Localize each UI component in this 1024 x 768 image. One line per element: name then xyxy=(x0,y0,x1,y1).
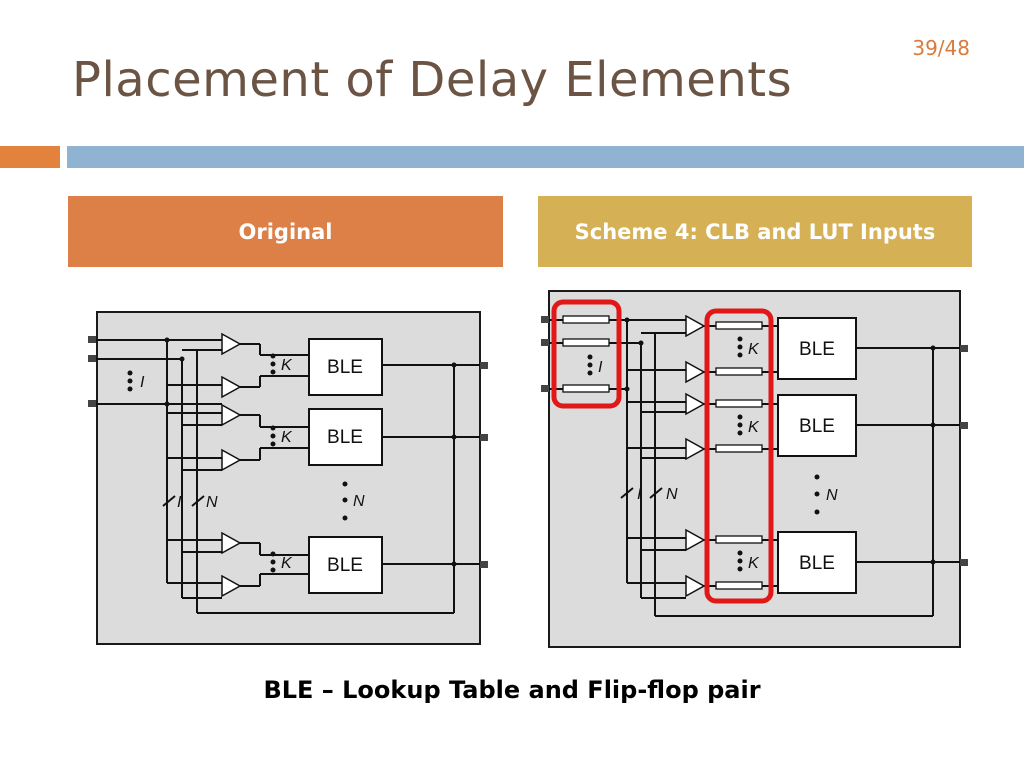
original-clb-diagram: BLE BLE BLE I K K K I N N xyxy=(88,311,488,645)
clb-box xyxy=(96,311,481,645)
input-pin xyxy=(541,316,549,323)
input-buffer xyxy=(685,360,706,384)
input-buffer xyxy=(685,528,706,552)
delay-element xyxy=(715,444,763,453)
input-buffer xyxy=(685,437,706,461)
n-label: N xyxy=(206,494,218,511)
header-original: Original xyxy=(68,196,503,267)
delay-element xyxy=(562,315,610,324)
delay-element xyxy=(715,535,763,544)
delay-element xyxy=(715,399,763,408)
highlight-lut-inputs xyxy=(704,308,774,604)
input-buffer xyxy=(221,448,242,472)
ble-label: BLE xyxy=(799,553,835,574)
input-buffer xyxy=(685,314,706,338)
input-pin xyxy=(88,336,96,343)
ble-box xyxy=(777,394,857,457)
input-buffer xyxy=(221,531,242,555)
ble-box xyxy=(777,531,857,594)
output-pin xyxy=(480,561,488,568)
i-label: I xyxy=(140,374,145,391)
slide-title: Placement of Delay Elements xyxy=(72,52,793,108)
header-original-label: Original xyxy=(238,219,333,244)
delay-element xyxy=(715,367,763,376)
scheme-4-clb-diagram: BLE BLE BLE I K K K I N N xyxy=(541,290,968,648)
i-label: I xyxy=(598,359,603,376)
n-label: N xyxy=(666,486,678,503)
output-pin xyxy=(960,559,968,566)
ble-label: BLE xyxy=(799,416,835,437)
k-label: K xyxy=(281,429,293,446)
k-label: K xyxy=(748,555,760,572)
k-label: K xyxy=(281,357,293,374)
ble-label: BLE xyxy=(327,555,363,576)
input-pin xyxy=(541,385,549,392)
n-label: N xyxy=(826,487,838,504)
input-buffer xyxy=(221,332,242,356)
delay-element xyxy=(562,384,610,393)
highlight-clb-inputs xyxy=(551,299,622,409)
ble-label: BLE xyxy=(799,339,835,360)
delay-element xyxy=(562,338,610,347)
page-number: 39/48 xyxy=(912,36,970,60)
input-pin xyxy=(541,339,549,346)
output-pin xyxy=(960,422,968,429)
output-pin xyxy=(960,345,968,352)
ble-label: BLE xyxy=(327,357,363,378)
k-label: K xyxy=(748,419,760,436)
k-label: K xyxy=(748,341,760,358)
output-pin xyxy=(480,434,488,441)
ble-box xyxy=(777,317,857,380)
input-buffer xyxy=(685,392,706,416)
k-label: K xyxy=(281,555,293,572)
i-label: I xyxy=(637,486,642,503)
input-pin xyxy=(88,400,96,407)
accent-bar-orange xyxy=(0,146,60,168)
header-scheme-4: Scheme 4: CLB and LUT Inputs xyxy=(538,196,972,267)
ble-box xyxy=(308,338,383,396)
input-buffer xyxy=(221,375,242,399)
input-buffer xyxy=(221,403,242,427)
input-buffer xyxy=(221,574,242,598)
i-label: I xyxy=(177,494,182,511)
accent-bar-blue xyxy=(67,146,1024,168)
ble-box xyxy=(308,408,383,466)
n-label: N xyxy=(353,493,365,510)
input-pin xyxy=(88,355,96,362)
delay-element xyxy=(715,581,763,590)
ble-box xyxy=(308,536,383,594)
delay-element xyxy=(715,321,763,330)
output-pin xyxy=(480,362,488,369)
ble-label: BLE xyxy=(327,427,363,448)
input-buffer xyxy=(685,574,706,598)
header-scheme-4-label: Scheme 4: CLB and LUT Inputs xyxy=(574,219,936,244)
slide-caption: BLE – Lookup Table and Flip-flop pair xyxy=(263,676,761,704)
